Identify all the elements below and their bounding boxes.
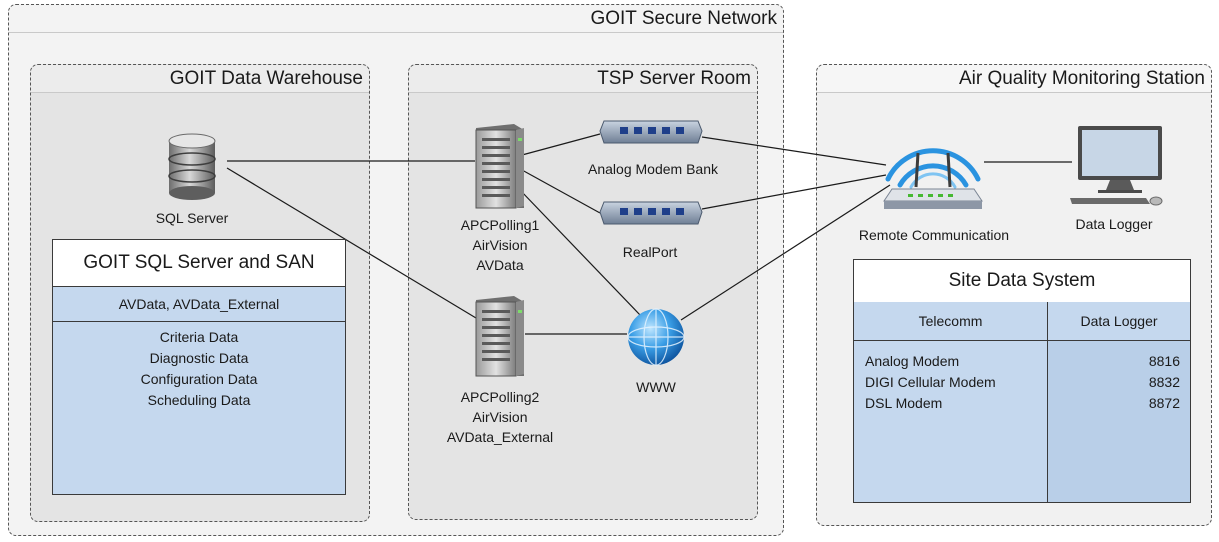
wireless-router-icon	[883, 148, 983, 209]
apc2-name: APCPolling2	[460, 389, 540, 405]
region-title: GOIT Data Warehouse	[169, 68, 363, 89]
server-tower-icon	[475, 296, 524, 377]
sql-table-title: GOIT SQL Server and SAN	[53, 240, 345, 287]
data-logger-values: 8816 8832 8872	[1048, 341, 1190, 414]
region-header-band	[817, 65, 1211, 93]
goit-sql-san-table: GOIT SQL Server and SAN AVData, AVData_E…	[52, 239, 346, 495]
link-apc1-www	[519, 189, 642, 317]
table-cell: Analog Modem	[865, 353, 960, 369]
site-table-title: Site Data System	[854, 260, 1190, 303]
region-title: Air Quality Monitoring Station	[958, 68, 1205, 89]
link-realport-remote	[701, 174, 887, 210]
remote-comm-label: Remote Communication	[858, 227, 1010, 243]
list-item: Configuration Data	[140, 371, 258, 387]
apc1-app: AirVision	[472, 237, 528, 253]
sql-table-subtitle: AVData, AVData_External	[53, 287, 345, 322]
apc2-label: APCPolling2 AirVision AVData_External	[425, 387, 575, 447]
link-sql-apc2	[226, 167, 477, 319]
database-icon	[168, 133, 216, 200]
apc2-db: AVData_External	[446, 429, 554, 445]
site-data-system-table: Site Data System Telecomm Analog Modem D…	[853, 259, 1191, 503]
data-logger-label: Data Logger	[1075, 216, 1153, 232]
link-apc1-realport	[521, 169, 601, 214]
table-cell: DSL Modem	[865, 395, 943, 411]
data-logger-header: Data Logger	[1048, 302, 1190, 341]
modem-icon	[599, 201, 703, 225]
region-title: TSP Server Room	[597, 68, 751, 89]
list-item: Diagnostic Data	[149, 350, 249, 366]
telecomm-header: Telecomm	[854, 302, 1047, 341]
table-cell: 8832	[1148, 374, 1180, 390]
server-tower-icon	[475, 124, 524, 209]
apc2-app: AirVision	[472, 409, 528, 425]
region-header-band	[409, 65, 757, 93]
desktop-computer-icon	[1070, 126, 1163, 206]
list-item: Criteria Data	[159, 329, 239, 345]
realport-label: RealPort	[622, 244, 678, 260]
site-table-columns: Telecomm Analog Modem DIGI Cellular Mode…	[854, 302, 1190, 502]
link-modembank-remote	[701, 136, 887, 166]
table-cell: 8816	[1148, 353, 1180, 369]
region-title: GOIT Secure Network	[590, 8, 777, 29]
sql-table-items: Criteria Data Diagnostic Data Configurat…	[53, 322, 345, 411]
link-www-remote	[680, 184, 891, 321]
site-table-body: Telecomm Analog Modem DIGI Cellular Mode…	[854, 302, 1190, 502]
telecomm-column: Telecomm Analog Modem DIGI Cellular Mode…	[854, 302, 1048, 502]
region-header-band	[9, 5, 783, 33]
list-item: Scheduling Data	[147, 392, 251, 408]
table-cell: DIGI Cellular Modem	[865, 374, 996, 390]
modem-bank-label: Analog Modem Bank	[588, 161, 718, 177]
data-logger-column: Data Logger 8816 8832 8872	[1048, 302, 1190, 502]
apc1-db: AVData	[476, 257, 524, 273]
link-apc1-modembank	[521, 133, 601, 156]
apc1-name: APCPolling1	[460, 217, 540, 233]
region-tsp-server-room: TSP Server Room	[408, 64, 758, 520]
www-label: WWW	[636, 379, 676, 395]
table-cell: 8872	[1148, 395, 1180, 411]
telecomm-values: Analog Modem DIGI Cellular Modem DSL Mod…	[854, 341, 1047, 414]
sql-server-label: SQL Server	[155, 210, 229, 226]
apc1-label: APCPolling1 AirVision AVData	[440, 215, 560, 275]
modem-icon	[599, 120, 703, 144]
globe-icon	[627, 308, 685, 366]
region-header-band	[31, 65, 369, 93]
